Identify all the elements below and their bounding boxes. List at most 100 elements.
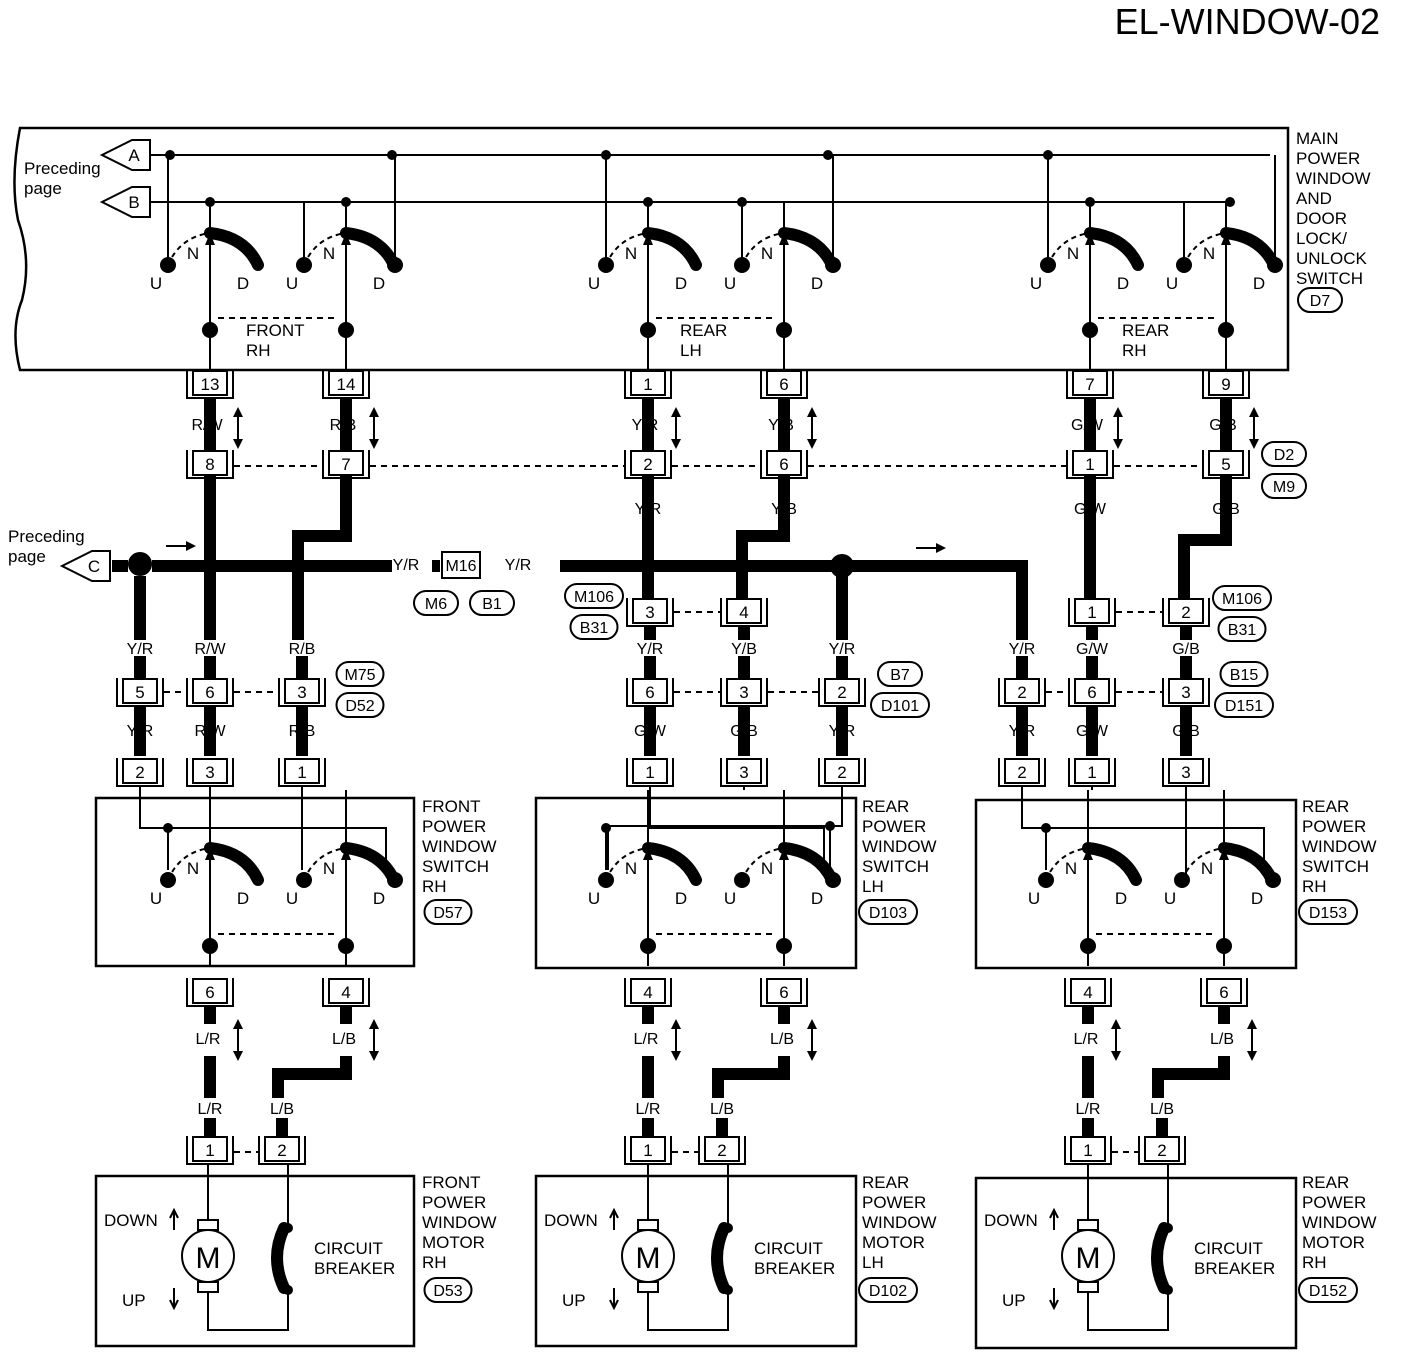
inline-connector-pin: 3 [1181, 683, 1190, 702]
connector-code [1261, 441, 1307, 467]
main-switch-pin: 14 [337, 375, 356, 394]
switch-label-down: D [811, 274, 823, 293]
connector-bracket [186, 1136, 234, 1165]
wire-color-label: Y/R [1009, 641, 1036, 658]
power-window-motor-box [94, 1174, 416, 1348]
wire-color-label: Y/R [505, 557, 532, 574]
main-switch-pin [192, 370, 228, 396]
arrow-head-icon [807, 1019, 817, 1029]
motor-label: FRONT [422, 1173, 481, 1192]
inline-connector-pin [192, 450, 228, 476]
contact-arc-down [204, 842, 264, 886]
inline-connector-pin: 6 [1087, 683, 1096, 702]
connector-code: D52 [345, 698, 374, 715]
wire-color-label: Y/B [731, 641, 757, 658]
arrow-head-icon [807, 439, 817, 449]
connector-code [469, 590, 515, 616]
switch-connector-pin: 2 [837, 763, 846, 782]
connector-code: B31 [580, 620, 609, 637]
wire-color-label: R/B [289, 641, 316, 658]
motor-connector-pin [630, 1136, 666, 1162]
switch-label: POWER [1302, 817, 1366, 836]
wire-color-label: L/B [1150, 1101, 1174, 1118]
harness-wire [712, 1056, 790, 1098]
breaker-contact [723, 1223, 733, 1233]
inline-connector-pin: 5 [135, 683, 144, 702]
harness-wire [1178, 476, 1232, 600]
inline-connector-pin [192, 678, 228, 704]
preceding-page-label: Preceding [24, 159, 101, 178]
switch-label-neutral: N [761, 859, 773, 878]
connector-code [1219, 661, 1269, 687]
motor-direction-up: UP [1002, 1291, 1026, 1310]
switch-connector-pin [726, 758, 762, 784]
inline-connector-pin: 1 [1087, 603, 1096, 622]
switch-label-up: U [724, 889, 736, 908]
motor-direction-down: DOWN [104, 1211, 158, 1230]
switch-label: POWER [422, 817, 486, 836]
switch-connector-pin: 3 [1181, 763, 1190, 782]
motor-brush [197, 1219, 219, 1231]
harness-wire [736, 476, 790, 600]
off-page-connector-C [59, 550, 111, 582]
main-switch-code [1297, 287, 1343, 313]
preceding-page-label: Preceding [8, 527, 85, 546]
switch-label: RH [1302, 877, 1327, 896]
motor-label: WINDOW [422, 1213, 497, 1232]
switch-label: SWITCH [422, 857, 489, 876]
switch-label-neutral: N [187, 244, 199, 263]
main-switch-housing [13, 126, 1290, 372]
arrow-head-icon [1111, 1051, 1121, 1061]
motor-connector-pin: 2 [277, 1141, 286, 1160]
wire-color-label: R/W [194, 641, 226, 658]
inline-connector-pin [766, 450, 802, 476]
switch-label-neutral: N [1203, 244, 1215, 263]
power-window-switch-box [94, 796, 416, 968]
motor-code: D102 [869, 1283, 907, 1300]
internal-wire [139, 786, 387, 870]
switch-output-pin: 4 [1083, 983, 1092, 1002]
off-page-connector-label: B [128, 193, 139, 212]
motor-connector-pin [264, 1136, 300, 1162]
wire-color-label: L/R [634, 1031, 659, 1048]
motor-connector-pin: 1 [643, 1141, 652, 1160]
switch-junction [640, 938, 656, 954]
arrow-head-icon [671, 407, 681, 417]
inline-connector-pin [284, 678, 320, 704]
inline-connector-pin [632, 678, 668, 704]
switch-junction [1082, 322, 1098, 338]
main-switch-pin: 6 [779, 375, 788, 394]
wire-color-label: L/B [332, 1031, 356, 1048]
wire-color-label: G/B [1172, 723, 1200, 740]
connector-code: D151 [1225, 698, 1263, 715]
switch-connector-pin [824, 758, 860, 784]
connector-code [1217, 616, 1267, 642]
switch-connector-pin [284, 758, 320, 784]
switch-contact-up [1174, 872, 1190, 888]
off-page-connector-label: C [88, 557, 100, 576]
main-switch-code: D7 [1310, 293, 1331, 310]
switch-output-pin: 6 [1219, 983, 1228, 1002]
switch-connector-pin: 1 [645, 763, 654, 782]
switch-label: LH [862, 877, 884, 896]
switch-label-up: U [724, 274, 736, 293]
arrow-head-icon [369, 407, 379, 417]
switch-label-up: U [286, 274, 298, 293]
connector-code: M106 [574, 589, 614, 606]
motor-lead [207, 1292, 289, 1331]
switch-connector-pin [1074, 758, 1110, 784]
connector-bracket [258, 1136, 306, 1165]
section-label: RH [246, 341, 271, 360]
inline-connector-pin [1208, 450, 1244, 476]
switch-label-down: D [675, 274, 687, 293]
inline-connector-pin [630, 450, 666, 476]
motor-connector-pin: 2 [717, 1141, 726, 1160]
bus-a-junction [823, 150, 833, 160]
switch-junction [776, 322, 792, 338]
connector-code [569, 614, 619, 640]
connector-code: B1 [482, 596, 502, 613]
circuit-breaker-icon [271, 1222, 290, 1294]
main-switch-label: LOCK/ [1296, 229, 1347, 248]
wire-color-label: Y/R [637, 641, 664, 658]
section-label: FRONT [246, 321, 305, 340]
